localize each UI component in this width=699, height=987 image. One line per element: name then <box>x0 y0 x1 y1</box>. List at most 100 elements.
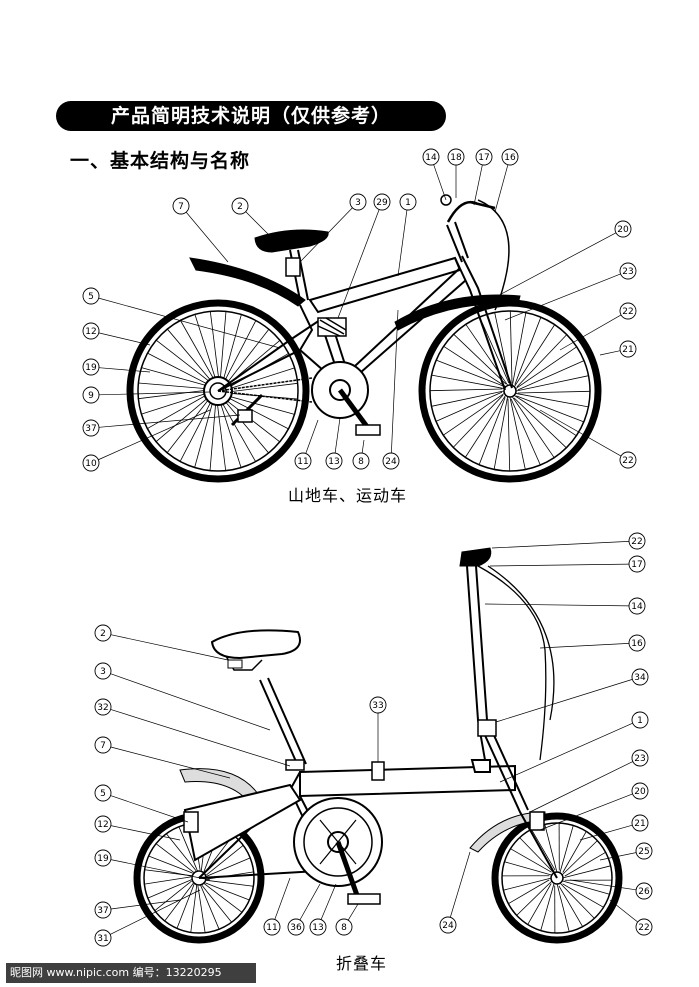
part-callout: 34 <box>631 668 649 686</box>
callout-circle <box>628 597 646 615</box>
leader-line <box>110 825 181 841</box>
part-callout: 18 <box>447 148 465 166</box>
part-number-label: 13 <box>328 457 339 467</box>
part-callout: 5 <box>94 784 112 802</box>
leader-line <box>499 722 633 783</box>
part-callout: 3 <box>94 662 112 680</box>
part-callout: 17 <box>628 555 646 573</box>
part-number-label: 26 <box>638 887 650 897</box>
part-callout: 2 <box>231 197 249 215</box>
part-number-label: 14 <box>425 153 437 163</box>
callout-circle <box>614 220 632 238</box>
part-number-label: 20 <box>617 225 629 235</box>
fold-frame <box>183 565 558 879</box>
part-number-label: 23 <box>622 267 633 277</box>
leader-line <box>274 877 291 920</box>
part-callout: 26 <box>635 882 653 900</box>
callout-circle <box>287 918 305 936</box>
watermark: 昵图网 www.nipic.com 编号：13220295 <box>6 963 256 983</box>
page-title: 产品简明技术说明（仅供参考） <box>56 101 446 131</box>
part-number-label: 34 <box>634 673 646 683</box>
callout-circle <box>82 322 100 340</box>
part-callout: 20 <box>614 220 632 238</box>
part-callout: 31 <box>94 929 112 947</box>
callout-circle <box>82 454 100 472</box>
part-number-label: 22 <box>638 923 649 933</box>
leader-line <box>98 414 241 428</box>
part-callout: 7 <box>172 197 190 215</box>
callout-circle <box>631 668 649 686</box>
part-callout: 13 <box>309 918 327 936</box>
callout-circle <box>447 148 465 166</box>
callout-circle <box>628 532 646 550</box>
part-number-label: 12 <box>85 327 96 337</box>
leader-line <box>449 851 471 918</box>
leader-line <box>559 314 622 351</box>
mtb-saddle <box>254 229 329 253</box>
part-callout: 16 <box>628 634 646 652</box>
part-number-label: 8 <box>341 923 347 933</box>
callout-circle <box>294 452 312 470</box>
callout-circle <box>635 842 653 860</box>
part-callout: 24 <box>439 916 457 934</box>
callout-circle <box>82 419 100 437</box>
part-number-label: 21 <box>622 345 633 355</box>
callout-circle <box>309 918 327 936</box>
leader-line <box>539 793 633 831</box>
mtb-rear-fender <box>189 257 306 307</box>
part-number-label: 29 <box>376 198 388 208</box>
leader-line <box>110 746 231 779</box>
leader-line <box>334 417 341 454</box>
part-callout: 1 <box>399 193 417 211</box>
leader-line <box>185 211 229 263</box>
callout-circle <box>94 736 112 754</box>
part-number-label: 37 <box>85 424 96 434</box>
part-callout: 12 <box>94 815 112 833</box>
callout-circle <box>631 782 649 800</box>
callout-circle <box>619 451 637 469</box>
part-callout: 12 <box>82 322 100 340</box>
part-callout: 14 <box>628 597 646 615</box>
part-callout: 36 <box>287 918 305 936</box>
callout-circle <box>369 696 387 714</box>
part-number-label: 11 <box>266 923 277 933</box>
callout-circle <box>82 287 100 305</box>
part-number-label: 16 <box>504 153 516 163</box>
part-number-label: 37 <box>97 906 108 916</box>
leader-line <box>473 164 483 206</box>
part-number-label: 10 <box>85 459 97 469</box>
callout-circle <box>631 814 649 832</box>
part-number-label: 13 <box>312 923 323 933</box>
part-number-label: 22 <box>631 537 642 547</box>
fold-saddle <box>210 629 301 660</box>
callout-circle <box>82 386 100 404</box>
section-heading: 一、基本结构与名称 <box>70 150 251 172</box>
callout-circle <box>631 749 649 767</box>
part-callout: 7 <box>94 736 112 754</box>
leader-line <box>397 209 408 277</box>
callout-circle <box>382 452 400 470</box>
part-callout: 25 <box>635 842 653 860</box>
leader-line <box>110 709 291 767</box>
part-number-label: 16 <box>631 639 643 649</box>
callout-circle <box>628 634 646 652</box>
part-callout: 2 <box>94 624 112 642</box>
mtb-frame <box>217 221 513 392</box>
part-number-label: 19 <box>97 854 109 864</box>
mountain-bike-drawing <box>126 194 602 483</box>
part-callout: 10 <box>82 454 100 472</box>
mtb-front-fender <box>394 294 521 331</box>
fold-chainring <box>293 797 383 905</box>
leader-line <box>98 391 211 396</box>
part-number-label: 7 <box>100 741 106 751</box>
callout-circle <box>352 452 370 470</box>
fold-front-wheel <box>491 812 623 944</box>
leader-line <box>609 899 638 923</box>
callout-circle <box>619 340 637 358</box>
mtb-rear-wheel <box>126 299 310 483</box>
mountain-bike-caption: 山地车、运动车 <box>288 486 408 505</box>
callout-circle <box>439 916 457 934</box>
part-number-label: 33 <box>372 701 383 711</box>
